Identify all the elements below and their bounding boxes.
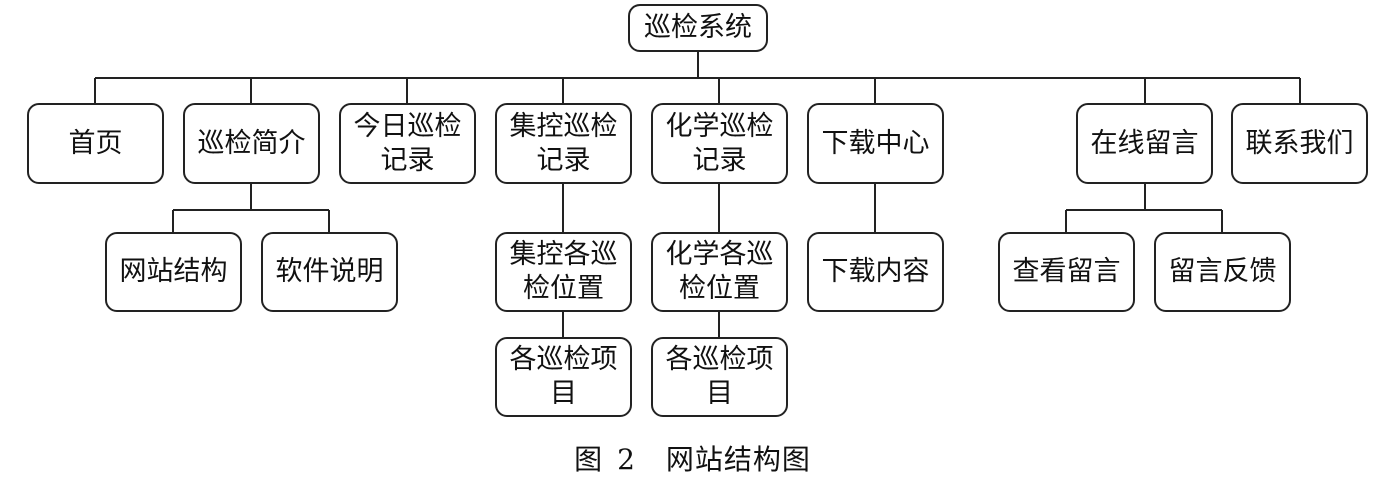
node-message-feedback: 留言反馈: [1154, 232, 1291, 312]
node-software-notes: 软件说明: [261, 232, 398, 312]
caption-label: 图: [574, 443, 604, 476]
node-contact-us: 联系我们: [1231, 103, 1368, 184]
caption-title: 网站结构图: [665, 443, 811, 476]
node-home: 首页: [27, 103, 164, 184]
node-huaxue-positions: 化学各巡检位置: [651, 232, 788, 312]
node-site-structure: 网站结构: [105, 232, 242, 312]
node-view-messages: 查看留言: [998, 232, 1135, 312]
node-today-records: 今日巡检记录: [339, 103, 476, 184]
node-download-content: 下载内容: [807, 232, 944, 312]
node-download-center: 下载中心: [807, 103, 944, 184]
node-root: 巡检系统: [628, 4, 768, 52]
node-jikong-positions: 集控各巡检位置: [495, 232, 632, 312]
node-inspection-intro: 巡检简介: [183, 103, 320, 184]
node-online-message: 在线留言: [1076, 103, 1213, 184]
node-huaxue-records: 化学巡检记录: [651, 103, 788, 184]
node-jikong-records: 集控巡检记录: [495, 103, 632, 184]
node-huaxue-items: 各巡检项目: [651, 337, 788, 417]
caption-number: 2: [617, 443, 636, 476]
node-jikong-items: 各巡检项目: [495, 337, 632, 417]
